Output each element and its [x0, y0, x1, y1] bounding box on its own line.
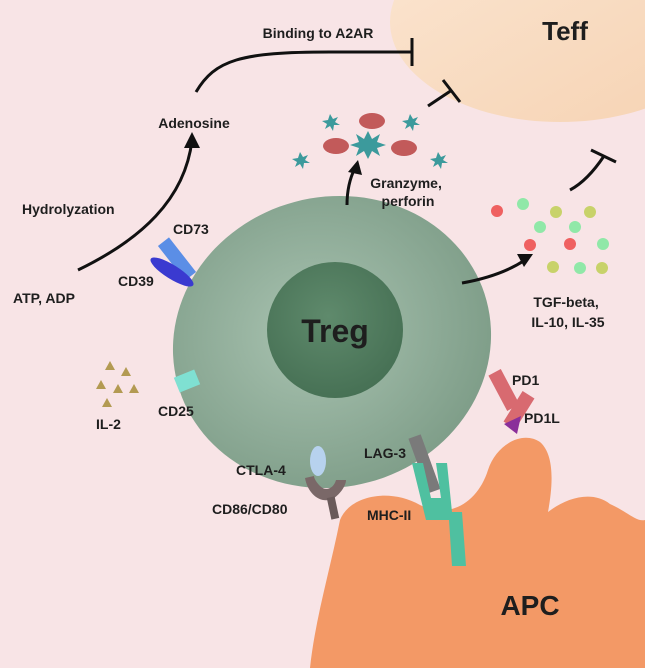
cd25-receptor: [173, 369, 201, 393]
granzyme-inhibit-bar: [441, 79, 462, 103]
granzyme-label-line1: Granzyme,: [370, 175, 442, 191]
cd25-label: CD25: [158, 403, 194, 419]
il2-label: IL-2: [96, 416, 121, 432]
ctla4-label: CTLA-4: [236, 462, 286, 478]
adenosine-label: Adenosine: [158, 115, 230, 131]
cytokine-dots: [491, 198, 609, 274]
cytokine-dot: [569, 221, 581, 233]
binding-inhibit-line: [194, 50, 412, 93]
cytokine-dot: [534, 221, 546, 233]
mhc2-label: MHC-II: [367, 507, 411, 523]
cytokine-label: TGF-beta, IL-10, IL-35: [531, 294, 604, 330]
apc-cell: [310, 437, 645, 668]
cytokine-dot: [517, 198, 529, 210]
hydrolyzation-arrowhead: [184, 132, 200, 148]
binding-label: Binding to A2AR: [263, 25, 374, 41]
cytokine-dot: [584, 206, 596, 218]
granzyme-star: [430, 152, 448, 169]
cytokine-label-line2: IL-10, IL-35: [531, 314, 604, 330]
atp-adp-label: ATP, ADP: [13, 290, 75, 306]
cytokine-dot: [564, 238, 576, 250]
cd73-receptor: [157, 237, 197, 281]
cytokine-label-line1: TGF-beta,: [533, 294, 598, 310]
pd1-arm: [503, 391, 535, 429]
apc-label: APC: [500, 590, 559, 621]
granzyme-arrowhead: [348, 160, 362, 175]
granzyme-label: Granzyme, perforin: [370, 175, 445, 209]
cytokine-dot: [574, 262, 586, 274]
ctla4-receptor: [310, 446, 326, 476]
granzyme-star: [402, 114, 420, 131]
granzyme-inhibit-line: [427, 88, 453, 108]
lag3-receptor: [408, 434, 441, 494]
treg-label: Treg: [301, 313, 369, 349]
perforin-oval: [359, 113, 385, 129]
cd39-receptor: [150, 257, 194, 287]
cytokine-dot: [491, 205, 503, 217]
cytokine-dot: [550, 206, 562, 218]
pd1l-ligand: [504, 416, 521, 434]
granzyme-star: [322, 114, 340, 131]
hydrolyzation-label: Hydrolyzation: [22, 201, 115, 217]
cd86-cd80-stem: [326, 496, 340, 520]
pd1-label: PD1: [512, 372, 539, 388]
il2-triangle: [105, 361, 115, 370]
treg-nucleus: [267, 262, 403, 398]
cytokine-inhibit-bar: [590, 148, 617, 164]
cytokine-arrowhead: [517, 254, 533, 267]
il2-triangle: [113, 384, 123, 393]
teff-cell: [390, 0, 645, 122]
cd86-cd80-label: CD86/CD80: [212, 501, 288, 517]
perforin-oval: [323, 138, 349, 154]
cytokine-dot: [524, 239, 536, 251]
il2-triangle: [121, 367, 131, 376]
cytokine-dot: [596, 262, 608, 274]
cd73-label: CD73: [173, 221, 209, 237]
pd1-receptor: [488, 369, 535, 429]
cd86-cd80-ligand: [305, 476, 346, 501]
pd1l-label: PD1L: [524, 410, 560, 426]
il2-particles: [96, 361, 139, 407]
il2-triangle: [96, 380, 106, 389]
cytokine-dot: [547, 261, 559, 273]
granzyme-perforin-particles: [292, 113, 448, 169]
pd1-arm: [488, 369, 520, 411]
cytokine-inhibit-line: [569, 155, 606, 192]
cytokine-arrow: [461, 258, 526, 285]
teff-label: Teff: [542, 16, 588, 46]
cd39-label: CD39: [118, 273, 154, 289]
il2-triangle: [129, 384, 139, 393]
hydrolyzation-arrow: [77, 139, 194, 272]
perforin-oval: [391, 140, 417, 156]
granzyme-star: [292, 152, 310, 169]
lag3-label: LAG-3: [364, 445, 406, 461]
cytokine-dot: [597, 238, 609, 250]
granzyme-star: [350, 131, 386, 159]
mhc2-ligand: [412, 463, 466, 566]
granzyme-label-line2: perforin: [382, 193, 435, 209]
il2-triangle: [102, 398, 112, 407]
